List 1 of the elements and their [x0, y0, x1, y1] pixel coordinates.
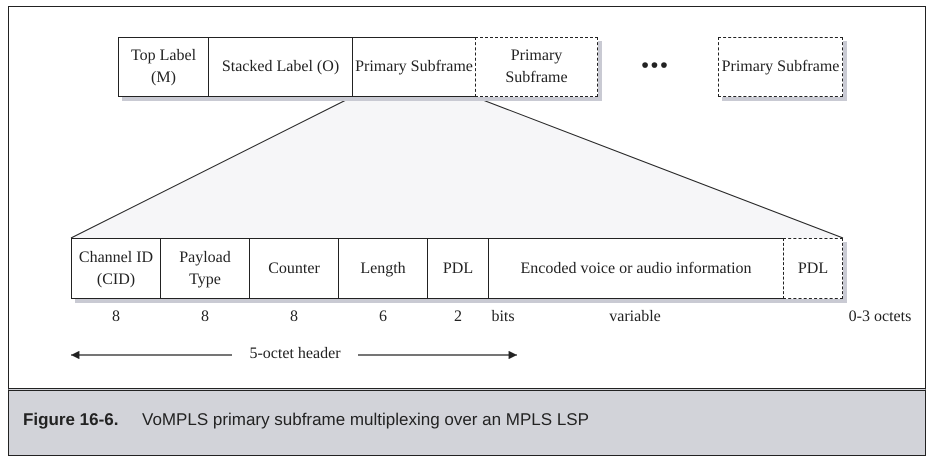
figure-caption: Figure 16-6. VoMPLS primary subframe multiplexing over an MPLS LSP [23, 409, 589, 431]
